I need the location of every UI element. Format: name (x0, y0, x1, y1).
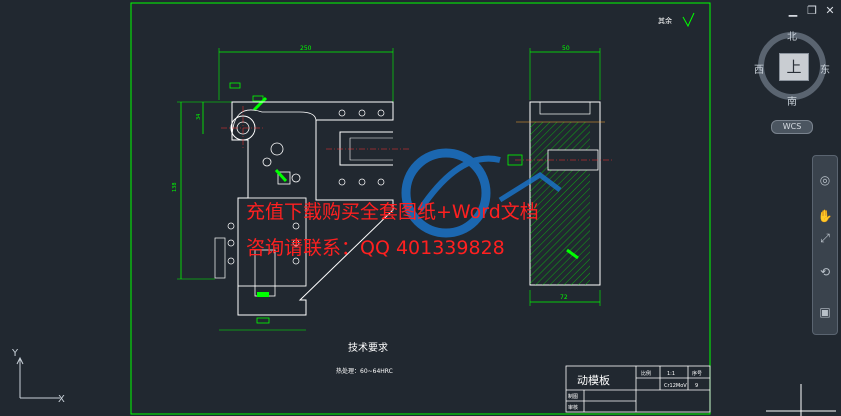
ratio-value: 1:1 (667, 371, 675, 377)
watermark-line2: 咨询请联系：QQ 401339828 (246, 237, 505, 259)
watermark-logo (401, 148, 562, 238)
watermark-line1: 充值下载购买全套图纸+Word文档 (246, 201, 539, 223)
steering-wheel-icon[interactable]: ◎ (819, 173, 831, 187)
ucs-x-label: X (58, 394, 65, 405)
tech-requirements-text: 热处理：60~64HRC (336, 367, 393, 375)
dim-right-width: 50 (562, 45, 570, 52)
restore-button[interactable]: ❐ (807, 4, 817, 17)
dim-left-small: 34 (196, 114, 202, 120)
roughness-symbol (682, 12, 695, 28)
seq-value: 9 (695, 383, 698, 389)
seq-label: 序号 (692, 370, 702, 377)
pan-icon[interactable]: ✋ (817, 209, 833, 223)
crosshair-cursor (766, 384, 836, 416)
tech-requirements-title: 技术要求 (348, 341, 388, 354)
drawing-frame (130, 2, 711, 415)
compass-north[interactable]: 北 (787, 32, 797, 43)
dim-top-width: 250 (300, 45, 312, 52)
dim-bottom-width: 72 (560, 294, 568, 301)
navigation-bar: ◎ ✋ ⤢ ⟲ ▣ (812, 155, 838, 335)
wcs-dropdown[interactable]: WCS (771, 120, 813, 134)
part-name: 动模板 (577, 373, 610, 387)
viewcube-top-face[interactable]: 上 (779, 53, 809, 81)
compass-east[interactable]: 东 (820, 65, 830, 76)
ucs-y-label: Y (11, 348, 19, 359)
viewcube-compass-ring[interactable] (758, 32, 826, 100)
checked-label: 审核 (568, 404, 578, 411)
compass-south[interactable]: 南 (787, 97, 797, 108)
roughness-label: 其余 (658, 16, 672, 25)
compass-west[interactable]: 西 (754, 65, 764, 76)
dim-left-height: 138 (172, 182, 178, 192)
close-button[interactable]: ✕ (825, 4, 835, 17)
front-view: 250 138 34 (172, 45, 410, 331)
orbit-icon[interactable]: ⟲ (819, 265, 831, 279)
minimize-button[interactable]: ▁ (788, 4, 798, 17)
ucs-icon (16, 356, 60, 399)
title-block (565, 365, 711, 413)
showmotion-icon[interactable]: ▣ (819, 305, 831, 319)
ratio-label: 比例 (641, 370, 651, 377)
drawn-label: 制图 (568, 393, 578, 400)
side-section-view: 50 72 (507, 45, 612, 306)
material-value: Cr12MoV (664, 383, 687, 389)
zoom-icon[interactable]: ⤢ (820, 231, 830, 245)
